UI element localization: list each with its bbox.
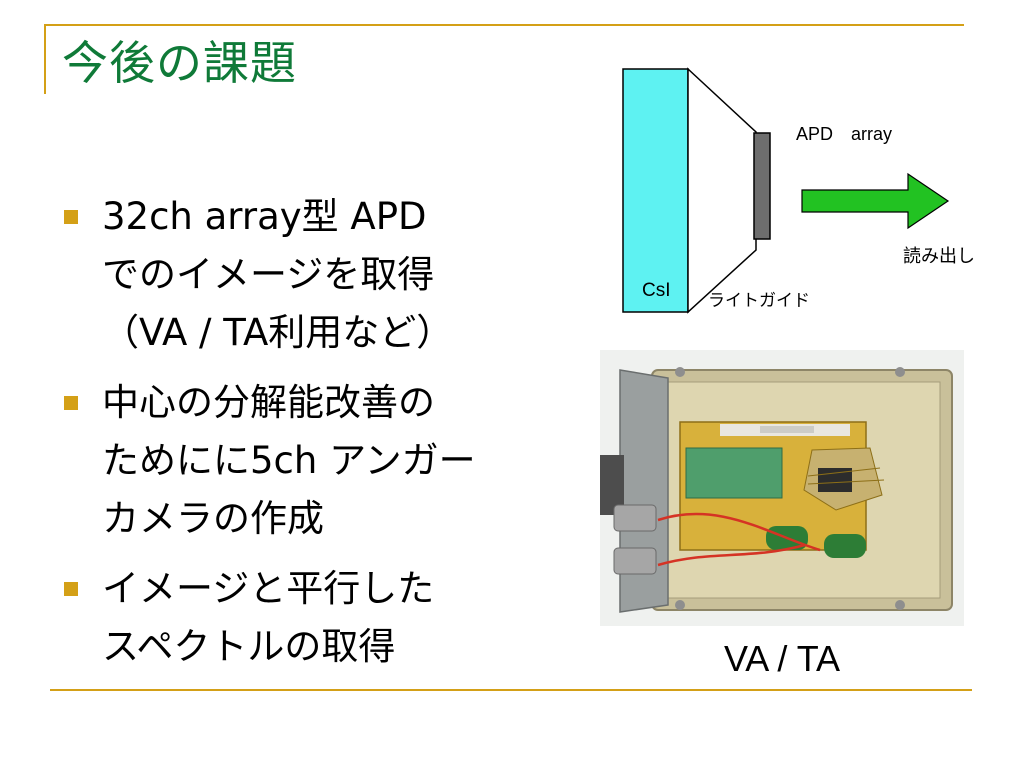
bottom-rule (50, 689, 972, 691)
bullet-item: 中心の分解能改善の ためにに5ch アンガー カメラの作成 (60, 374, 560, 548)
light-guide-label: ライトガイド (708, 291, 810, 311)
bullet-item: イメージと平行した スペクトルの取得 (60, 560, 560, 676)
bullet-square-icon (64, 582, 78, 596)
board-photo-illustration (600, 350, 964, 626)
apd-array-label: APD array (796, 124, 892, 144)
readout-arrow-icon (801, 172, 950, 230)
va-ta-board-photo (600, 350, 964, 626)
bullet-square-icon (64, 210, 78, 224)
photo-caption: VA / TA (723, 638, 841, 679)
bullet-text: イメージと平行した スペクトルの取得 (102, 567, 435, 668)
apd-array (753, 132, 771, 240)
top-rule (44, 24, 964, 26)
light-guide (687, 67, 757, 314)
csi-crystal (622, 68, 689, 313)
bullet-list: 32ch array型 APD でのイメージを取得 （VA / TA利用など） … (60, 188, 560, 688)
slide-title: 今後の課題 (62, 36, 297, 90)
bullet-item: 32ch array型 APD でのイメージを取得 （VA / TA利用など） (60, 188, 560, 362)
readout-label: 読み出し (903, 246, 975, 267)
bullet-text: 32ch array型 APD でのイメージを取得 （VA / TA利用など） (102, 195, 454, 354)
csi-label: CsI (642, 280, 671, 301)
left-rule (44, 24, 46, 94)
bullet-square-icon (64, 396, 78, 410)
detector-diagram: APD array 読み出し CsI ライトガイド (622, 67, 975, 314)
bullet-text: 中心の分解能改善の ためにに5ch アンガー カメラの作成 (102, 381, 476, 540)
